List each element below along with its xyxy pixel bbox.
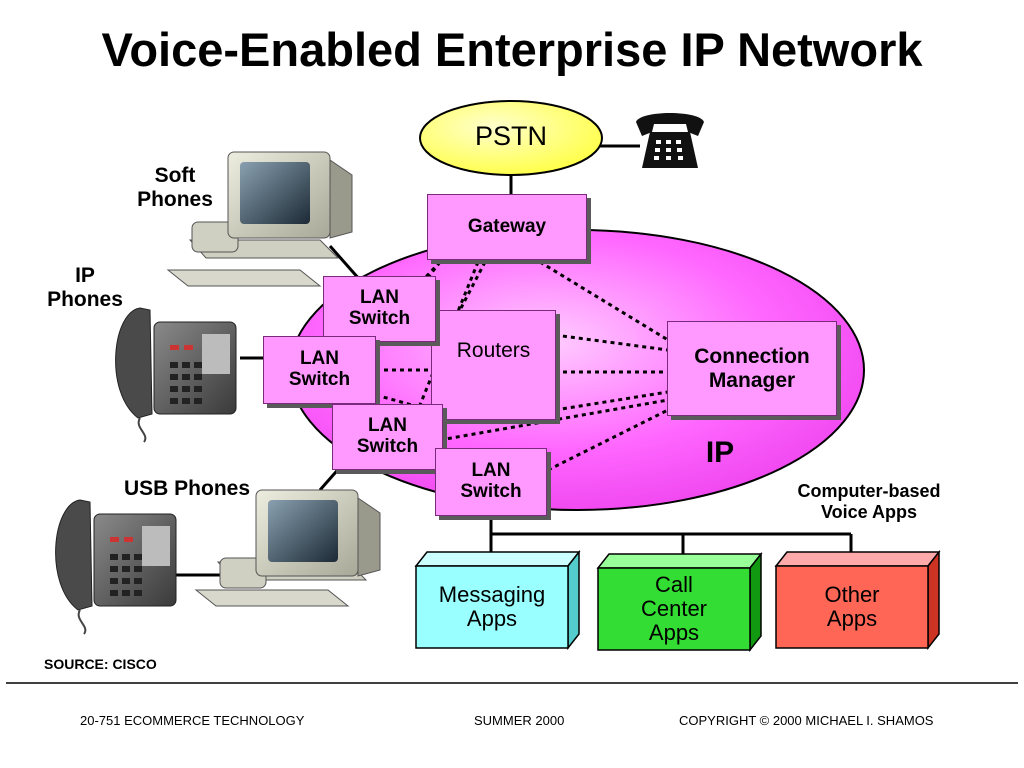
- usb-phones-label: USB Phones: [123, 477, 251, 500]
- call-center-apps-cube: [596, 551, 763, 653]
- gateway-box: Gateway: [427, 194, 587, 260]
- lan-switch-label: LAN Switch: [288, 348, 351, 390]
- footer-term: SUMMER 2000: [474, 713, 565, 728]
- messaging-apps-label: Messaging Apps: [438, 582, 546, 631]
- messaging-apps-cube: [414, 549, 581, 651]
- routers-box: Routers: [431, 310, 556, 420]
- footer-copyright: COPYRIGHT © 2000 MICHAEL I. SHAMOS: [679, 713, 934, 728]
- lan-switch-box-4: LAN Switch: [435, 448, 547, 516]
- ip-phone-icon: [115, 307, 237, 443]
- lan-switch-label: LAN Switch: [460, 460, 522, 502]
- telephone-icon: [636, 113, 704, 168]
- slide-title: Voice-Enabled Enterprise IP Network: [101, 23, 923, 76]
- connection-manager-box: Connection Manager: [667, 321, 837, 416]
- lan-switch-label: LAN Switch: [356, 415, 419, 457]
- computer-based-voice-apps-label: Computer-based Voice Apps: [797, 481, 941, 522]
- gateway-label: Gateway: [467, 216, 547, 237]
- pstn-label: PSTN: [474, 120, 547, 151]
- ip-phone-icon: [55, 499, 177, 635]
- source-note: SOURCE: CISCO: [44, 656, 157, 672]
- lan-switch-box-1: LAN Switch: [323, 276, 436, 342]
- call-center-apps-label: Call Center Apps: [640, 572, 708, 645]
- lan-switch-box-2: LAN Switch: [263, 336, 376, 404]
- desktop-computer-icon: [194, 489, 381, 607]
- soft-phones-label: Soft Phones: [137, 164, 213, 212]
- other-apps-label: Other Apps: [824, 582, 880, 631]
- lan-switch-box-3: LAN Switch: [332, 404, 443, 470]
- ip-cloud-label: IP: [705, 436, 735, 469]
- lan-switch-label: LAN Switch: [348, 287, 411, 329]
- footer-course: 20-751 ECOMMERCE TECHNOLOGY: [80, 713, 305, 728]
- other-apps-cube: [774, 549, 941, 651]
- ip-phones-label: IP Phones: [47, 264, 123, 312]
- dotted-links: [368, 260, 669, 472]
- desktop-computer-icon: [166, 151, 353, 287]
- routers-label: Routers: [456, 339, 531, 362]
- connection-manager-label: Connection Manager: [694, 344, 810, 392]
